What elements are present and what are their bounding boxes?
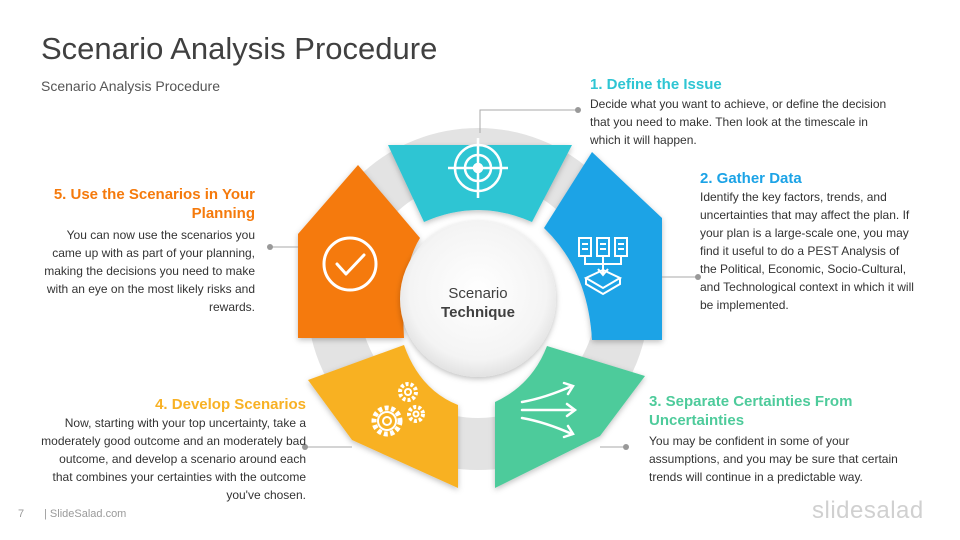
segment-gather-data[interactable] (544, 152, 662, 340)
center-label-line2: Technique (441, 304, 515, 321)
step-5-heading: 5. Use the Scenarios in Your Planning (30, 185, 255, 223)
step-3-heading-line2: Uncertainties (649, 412, 745, 429)
step-3-body: You may be confident in some of your ass… (649, 434, 898, 484)
connector-dot-3 (623, 444, 629, 450)
check-circle-icon (322, 236, 378, 292)
step-5-body: You can now use the scenarios you came u… (44, 228, 255, 314)
target-icon (448, 138, 508, 198)
step-2-body: Identify the key factors, trends, and un… (700, 190, 914, 312)
documents-icon (578, 237, 628, 296)
step-1-heading: 1. Define the Issue (590, 76, 722, 93)
page-subtitle: Scenario Analysis Procedure (41, 78, 220, 94)
step-2-heading: 2. Gather Data (700, 170, 802, 187)
center-label-line1: Scenario (448, 285, 507, 302)
footer-site-link[interactable]: | SlideSalad.com (44, 508, 127, 520)
segment-use-scenarios[interactable] (298, 165, 420, 338)
connector-dot-1 (575, 107, 581, 113)
step-5-heading-line1: 5. Use the Scenarios in Your (53, 186, 255, 203)
segment-separate-certainties[interactable] (495, 346, 645, 488)
segment-define-issue[interactable] (388, 145, 572, 222)
arrows-icon (520, 381, 578, 439)
connector-dot-2 (695, 274, 701, 280)
brand-logo: slidesalad (812, 497, 924, 524)
connector-dot-5 (267, 244, 273, 250)
step-4-heading: 4. Develop Scenarios (155, 396, 306, 413)
gears-icon (371, 382, 425, 437)
step-3-heading: 3. Separate Certainties From Uncertainti… (649, 392, 852, 430)
step-1-body: Decide what you want to achieve, or defi… (590, 97, 887, 147)
page-title: Scenario Analysis Procedure (41, 31, 438, 66)
segment-develop-scenarios[interactable] (308, 345, 458, 488)
page-number: 7 (18, 508, 25, 520)
step-4-body: Now, starting with your top uncertainty,… (41, 416, 306, 502)
connector-dot-4 (302, 444, 308, 450)
center-circle (400, 221, 556, 377)
step-3-heading-line1: 3. Separate Certainties From (649, 393, 853, 410)
connector-step-1 (479, 109, 578, 133)
step-5-heading-line2: Planning (191, 205, 255, 222)
